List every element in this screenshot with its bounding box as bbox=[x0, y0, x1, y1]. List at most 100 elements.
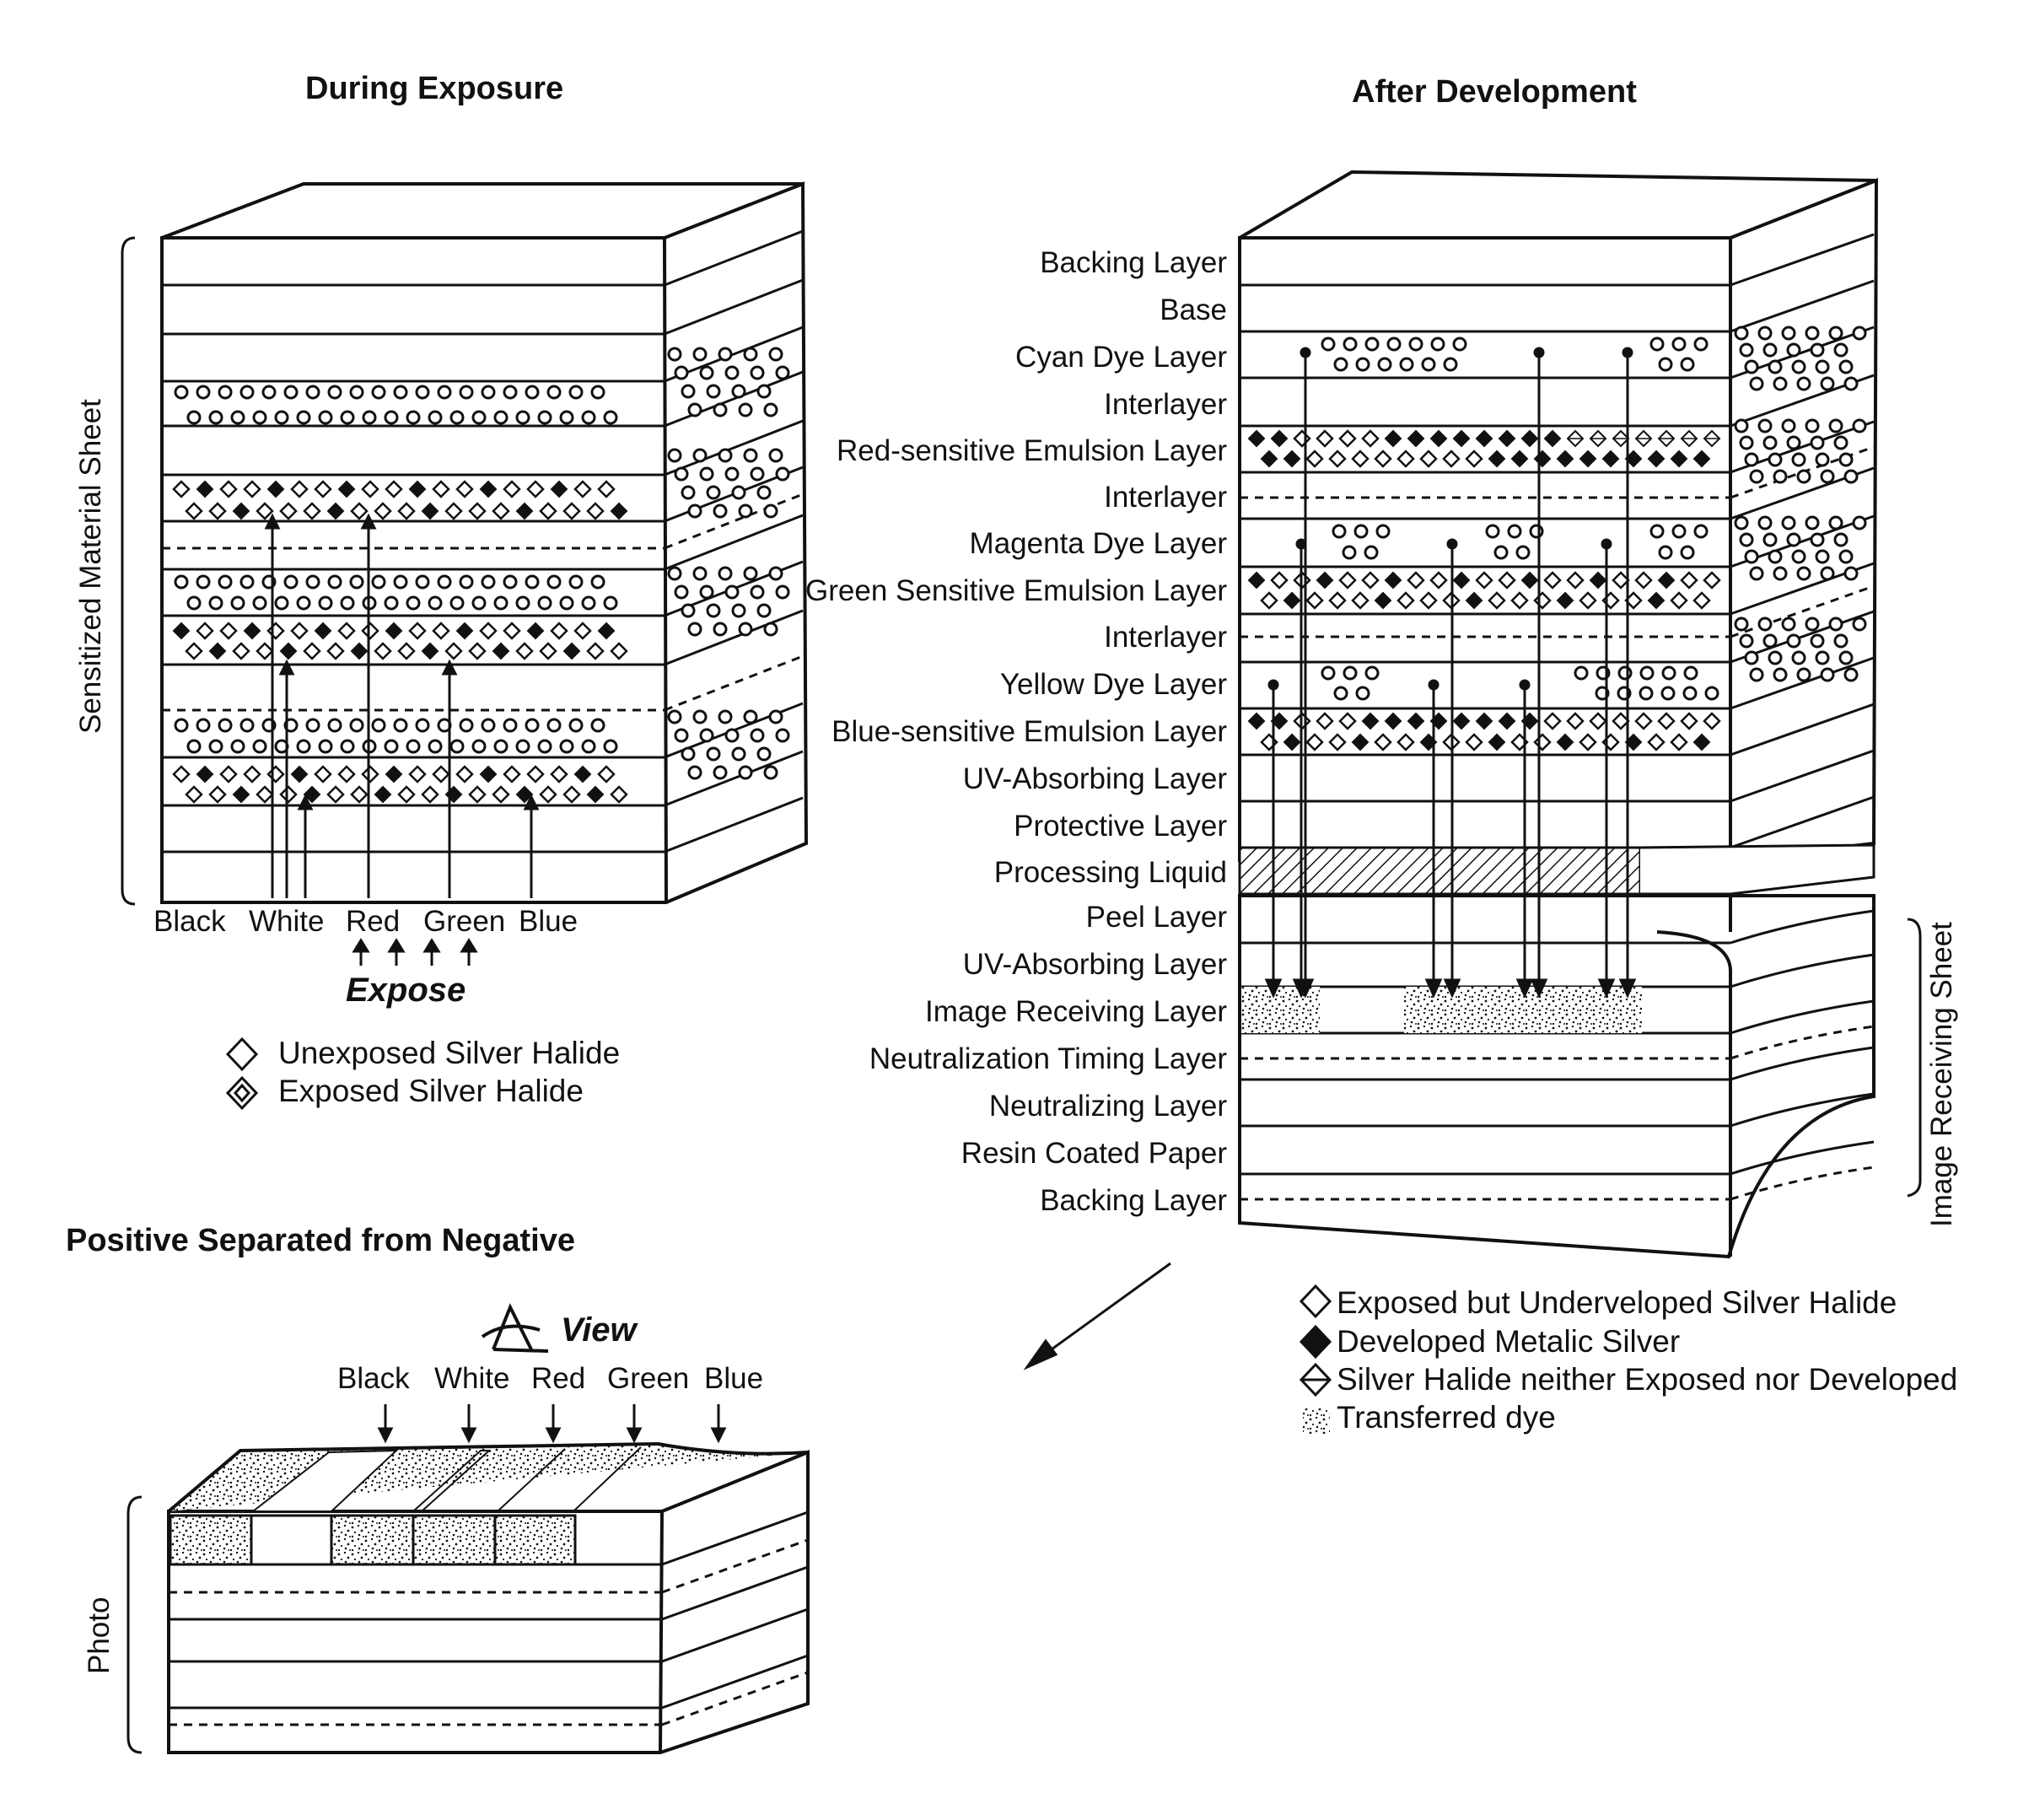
dye-grain bbox=[1749, 667, 1764, 682]
halide-grain bbox=[1396, 591, 1415, 610]
dye-migration-head bbox=[1515, 978, 1534, 999]
dye-grain bbox=[371, 385, 386, 400]
dye-grain bbox=[1843, 566, 1859, 581]
halide-grain bbox=[432, 622, 450, 640]
dye-grain bbox=[763, 402, 778, 417]
dye-migration-head bbox=[1424, 978, 1443, 999]
halide-grain bbox=[1338, 571, 1357, 590]
developed-silver-grain bbox=[1692, 450, 1711, 468]
halide-grain bbox=[610, 785, 628, 804]
halide-grain bbox=[1566, 571, 1585, 590]
halide-grain bbox=[1612, 712, 1630, 730]
dye-grain bbox=[581, 410, 596, 425]
left-legend-symbols bbox=[225, 1037, 259, 1111]
dye-grain bbox=[305, 385, 320, 400]
dye-grain bbox=[525, 718, 540, 733]
developed-silver-grain bbox=[1351, 733, 1370, 751]
dye-grain bbox=[428, 410, 443, 425]
dye-grain bbox=[1693, 524, 1709, 539]
dye-grain bbox=[1828, 617, 1843, 632]
dye-grain bbox=[1757, 418, 1773, 433]
halide-grain bbox=[1670, 733, 1688, 751]
dye-grain bbox=[687, 503, 702, 519]
dye-grain bbox=[1757, 617, 1773, 632]
dye-grain bbox=[1762, 633, 1778, 649]
developed-silver-grain bbox=[1247, 429, 1266, 448]
halide-grain bbox=[314, 765, 332, 783]
layer-boundary-side bbox=[664, 419, 804, 477]
developed-silver-grain bbox=[1601, 450, 1620, 468]
right-halide-grains bbox=[1247, 326, 1867, 751]
receiving-boundary-side bbox=[1730, 1046, 1875, 1081]
halide-grain bbox=[256, 502, 274, 520]
halide-grain bbox=[468, 642, 487, 660]
title-during-exposure: During Exposure bbox=[305, 71, 564, 106]
dye-grain bbox=[230, 595, 245, 611]
halide-grain bbox=[1396, 450, 1415, 468]
dye-grain bbox=[1739, 532, 1754, 547]
dye-grain bbox=[437, 385, 452, 400]
dye-grain bbox=[1762, 435, 1778, 450]
dye-grain bbox=[559, 595, 574, 611]
halide-grain bbox=[503, 765, 521, 783]
dye-grain bbox=[1680, 545, 1695, 560]
separation-arrow bbox=[1023, 1262, 1171, 1370]
dye-grain bbox=[239, 574, 255, 590]
dye-grain bbox=[340, 410, 355, 425]
halide-grain bbox=[421, 785, 439, 804]
halide-grain bbox=[562, 785, 581, 804]
dye-migration-head bbox=[1443, 978, 1461, 999]
dye-grain bbox=[581, 595, 596, 611]
dye-grain bbox=[393, 385, 408, 400]
layer-label: Cyan Dye Layer bbox=[1015, 341, 1227, 374]
layer-label: Magenta Dye Layer bbox=[969, 527, 1227, 560]
dye-grain bbox=[738, 503, 753, 519]
halide-grain bbox=[539, 785, 557, 804]
dye-grain bbox=[1682, 686, 1698, 701]
bottom-light-label-black: Black bbox=[337, 1362, 410, 1395]
dye-grain bbox=[713, 765, 728, 780]
developed-silver-grain bbox=[172, 622, 191, 640]
dye-grain bbox=[1333, 357, 1348, 372]
halide-grain bbox=[455, 480, 474, 498]
title-positive-separated: Positive Separated from Negative bbox=[66, 1223, 575, 1258]
halide-grain bbox=[1465, 733, 1483, 751]
dye-grain bbox=[775, 728, 790, 743]
dye-grain bbox=[1364, 545, 1379, 560]
dye-grain bbox=[681, 384, 696, 399]
halide-grain bbox=[374, 502, 392, 520]
halide-grain bbox=[1692, 591, 1711, 610]
right-block-lower bbox=[1238, 894, 1875, 1259]
bottom-light-label-white: White bbox=[434, 1362, 510, 1395]
dye-grain bbox=[763, 622, 778, 637]
dye-dots-icon bbox=[1303, 1408, 1330, 1434]
halide-grain bbox=[1305, 450, 1324, 468]
layer-label: Interlayer bbox=[1104, 388, 1227, 421]
title-after-development: After Development bbox=[1352, 74, 1637, 110]
dye-grain bbox=[1805, 617, 1820, 632]
halide-grain bbox=[1703, 712, 1721, 730]
photo-layer-boundary-side bbox=[661, 1538, 809, 1594]
layer-boundary-side bbox=[1730, 656, 1875, 710]
halide-grain bbox=[1361, 571, 1380, 590]
dye-grain bbox=[471, 739, 487, 754]
dye-grain bbox=[1833, 633, 1848, 649]
halide-grain bbox=[1579, 733, 1597, 751]
layer-label: Yellow Dye Layer bbox=[999, 668, 1227, 701]
halide-grain bbox=[1589, 712, 1607, 730]
developed-silver-grain bbox=[1692, 733, 1711, 751]
dye-grain bbox=[1574, 665, 1589, 681]
dye-grain bbox=[1658, 545, 1673, 560]
bottom-light-label-green: Green bbox=[607, 1362, 690, 1395]
dye-grain bbox=[731, 384, 746, 399]
legend-exposed: Exposed Silver Halide bbox=[278, 1074, 584, 1108]
dye-grain bbox=[1744, 452, 1759, 467]
developed-silver-grain bbox=[1283, 733, 1301, 751]
dye-grain bbox=[1843, 667, 1859, 682]
dye-grain bbox=[546, 385, 562, 400]
dye-grain bbox=[756, 603, 772, 618]
dye-grain bbox=[1781, 515, 1796, 530]
dye-grain bbox=[208, 595, 223, 611]
dye-grain bbox=[186, 595, 202, 611]
developed-silver-grain bbox=[1488, 733, 1506, 751]
